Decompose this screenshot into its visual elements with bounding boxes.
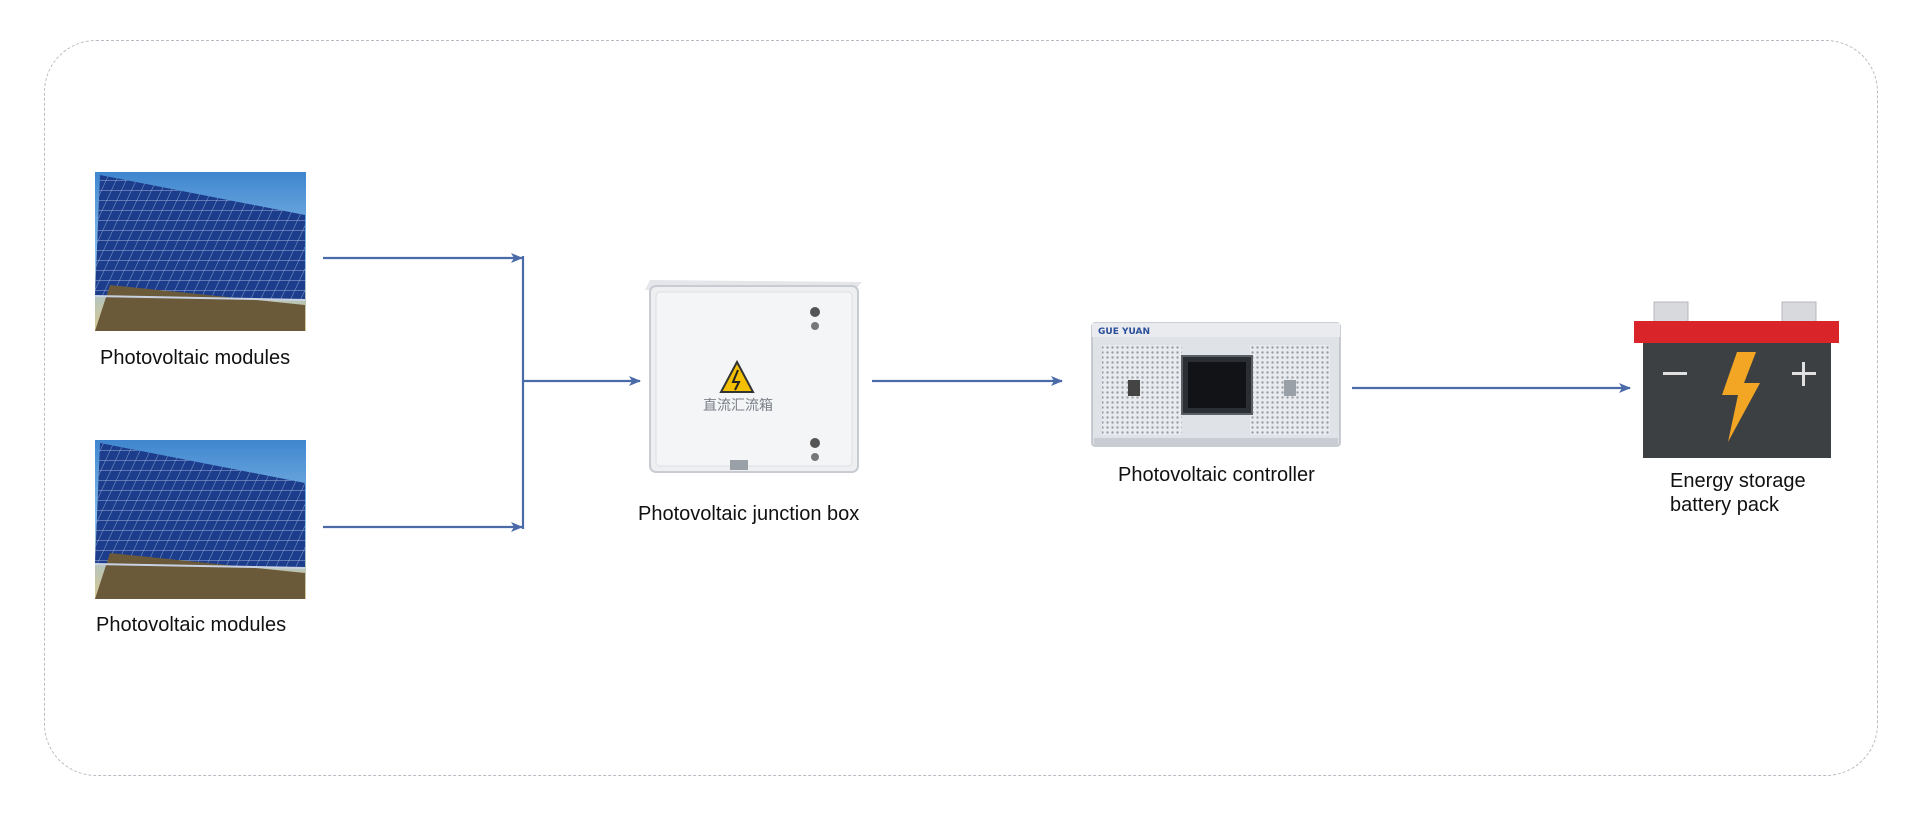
battery-icon bbox=[1634, 301, 1839, 458]
node-label-controller: Photovoltaic controller bbox=[1118, 464, 1315, 486]
node-label-battery-line2: battery pack bbox=[1670, 494, 1779, 516]
node-label-pv2: Photovoltaic modules bbox=[96, 614, 287, 636]
node-label-pv1: Photovoltaic modules bbox=[100, 347, 291, 369]
rack-controller-icon: GUE YUAN bbox=[1091, 322, 1341, 447]
connector-arrows bbox=[323, 253, 1631, 532]
solar-panel-icon bbox=[94, 440, 306, 599]
svg-text:GUE YUAN: GUE YUAN bbox=[1098, 327, 1150, 337]
solar-panel-icon bbox=[94, 172, 306, 331]
node-label-battery-line1: Energy storage bbox=[1670, 470, 1806, 492]
diagram-frame bbox=[44, 40, 1878, 776]
junction-box-icon bbox=[645, 280, 862, 473]
node-label-junction: Photovoltaic junction box bbox=[638, 503, 860, 525]
junction-box-caution-text: 直流汇流箱 bbox=[703, 397, 773, 414]
